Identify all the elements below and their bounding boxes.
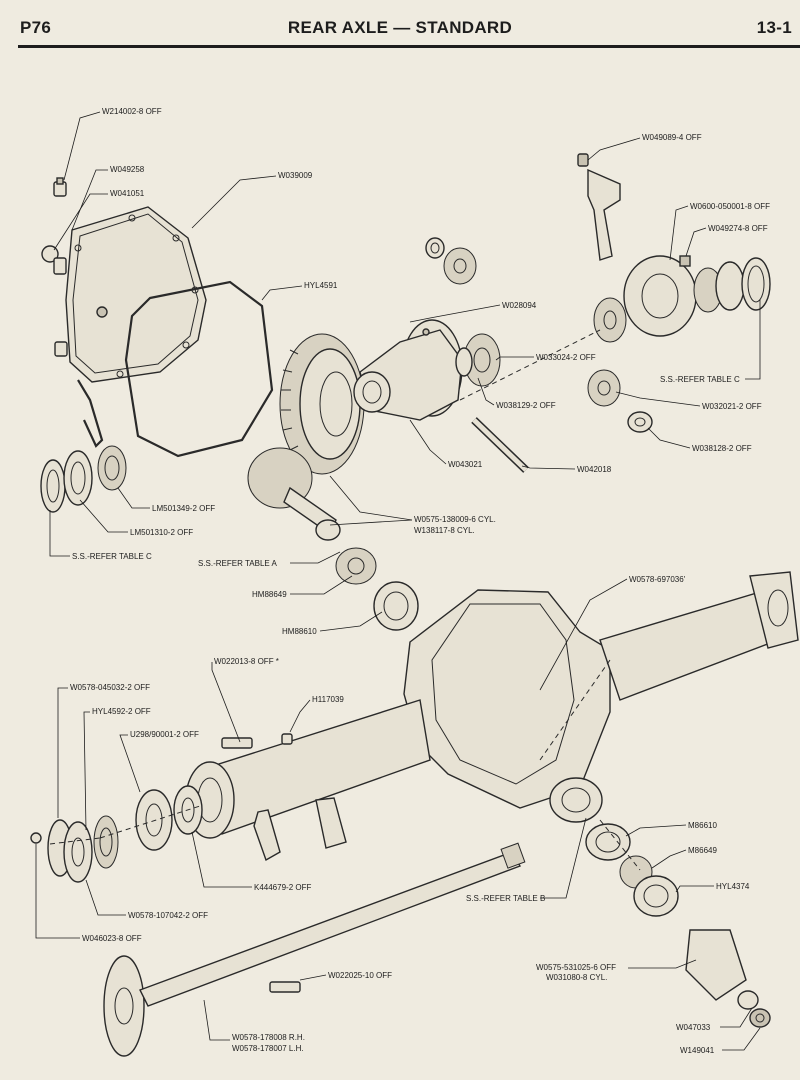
ring-gear-drawing <box>279 333 365 475</box>
differential-pinion-drawing <box>425 237 477 285</box>
pinion-yoke-drawing <box>585 823 771 1028</box>
label-w0578-107042: W0578-107042-2 OFF <box>128 911 208 920</box>
label-w0600: W0600-050001-8 OFF <box>690 202 770 211</box>
right-carrier-assembly-drawing <box>593 255 771 343</box>
label-w042018: W042018 <box>577 465 612 474</box>
label-w028094: W028094 <box>502 301 537 310</box>
label-w041051: W041051 <box>110 189 145 198</box>
label-hm88649: HM88649 <box>252 590 287 599</box>
label-w214002: W214002-8 OFF <box>102 107 162 116</box>
side-gear-drawing <box>455 333 501 387</box>
label-w039009: W039009 <box>278 171 313 180</box>
differential-case-drawing <box>353 319 463 421</box>
label-w046023: W046023-8 OFF <box>82 934 142 943</box>
part-labels: W214002-8 OFF W049258 W041051 W039009 HY… <box>70 107 770 1055</box>
label-w043021: W043021 <box>448 460 483 469</box>
cover-bolt-drawing <box>53 177 67 197</box>
label-m86610: M86610 <box>688 821 717 830</box>
lower-side-gear-drawing <box>587 369 653 433</box>
label-w149041: W149041 <box>680 1046 715 1055</box>
label-ss-table-b: S.S.-REFER TABLE B <box>466 894 545 903</box>
label-hyl4592: HYL4592-2 OFF <box>92 707 151 716</box>
leader-lines <box>35 111 761 1051</box>
label-w0575-138009: W0575-138009-6 CYL. <box>414 515 496 524</box>
label-w138117: W138117-8 CYL. <box>414 526 475 535</box>
label-w0578-697036: W0578-697036' <box>629 575 686 584</box>
label-w0578-178007: W0578-178007 L.H. <box>232 1044 304 1053</box>
label-w0578-045032: W0578-045032-2 OFF <box>70 683 150 692</box>
label-w022013: W022013-8 OFF * <box>214 657 279 666</box>
label-w038128: W038128-2 OFF <box>692 444 752 453</box>
label-hm88610: HM88610 <box>282 627 317 636</box>
label-w049089: W049089-4 OFF <box>642 133 702 142</box>
label-w038129: W038129-2 OFF <box>496 401 556 410</box>
label-w049258: W049258 <box>110 165 145 174</box>
drive-pinion-drawing <box>247 447 419 631</box>
label-w022025: W022025-10 OFF <box>328 971 392 980</box>
axle-housing-drawing <box>185 571 799 862</box>
left-axle-bearing-drawing <box>30 785 203 883</box>
page-number: P76 <box>20 18 52 37</box>
label-lm501310: LM501310-2 OFF <box>130 528 193 537</box>
label-hyl4591: HYL4591 <box>304 281 338 290</box>
part-drawings <box>30 153 799 1057</box>
label-h117039: H117039 <box>312 695 344 704</box>
header-rule <box>18 45 800 48</box>
label-ss-table-c-left: S.S.-REFER TABLE C <box>72 552 152 561</box>
label-u298: U298/90001-2 OFF <box>130 730 199 739</box>
cover-washer-drawing <box>41 245 68 357</box>
label-ss-table-c-right: S.S.-REFER TABLE C <box>660 375 740 384</box>
cover-gasket-drawing <box>124 280 274 458</box>
breather-drawing <box>221 733 293 749</box>
label-hyl4374: HYL4374 <box>716 882 750 891</box>
label-m86649: M86649 <box>688 846 717 855</box>
pinion-shaft-drawing <box>471 417 529 473</box>
label-w0578-178008: W0578-178008 R.H. <box>232 1033 305 1042</box>
label-w032021: W032021-2 OFF <box>702 402 762 411</box>
label-k444679: K444679-2 OFF <box>254 883 311 892</box>
axle-shaft-drawing <box>103 842 526 1057</box>
label-w033024: W033024-2 OFF <box>536 353 596 362</box>
section-number: 13-1 <box>756 18 792 37</box>
label-w049274: W049274-8 OFF <box>708 224 768 233</box>
label-ss-table-a: S.S.-REFER TABLE A <box>198 559 278 568</box>
label-w0575-531025: W0575-531025-6 OFF <box>536 963 616 972</box>
rear-cover-drawing <box>65 206 207 383</box>
page-title: REAR AXLE — STANDARD <box>287 18 513 37</box>
label-w031080: W031080-8 CYL. <box>546 973 607 982</box>
bearing-cap-drawing <box>577 153 621 261</box>
left-carrier-bearing-drawing <box>40 445 127 513</box>
label-w047033: W047033 <box>676 1023 711 1032</box>
label-lm501349: LM501349-2 OFF <box>152 504 215 513</box>
